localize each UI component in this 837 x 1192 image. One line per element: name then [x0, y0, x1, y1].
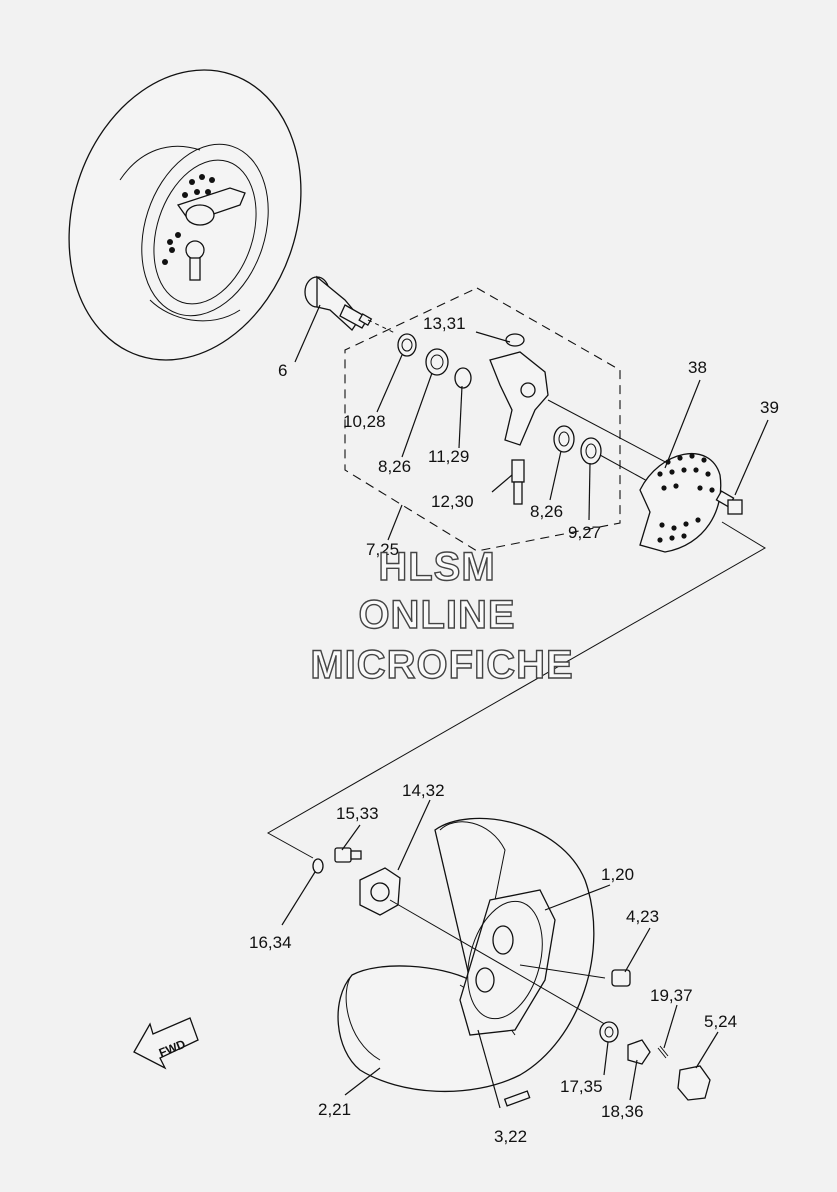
bolt-39	[715, 490, 743, 515]
forward-direction-arrow: FWD	[133, 1017, 199, 1070]
callout-9-27: 9,27	[568, 523, 601, 542]
callout-8-26-left: 8,26	[378, 457, 411, 476]
callout-39: 39	[760, 398, 779, 417]
callout-5-24: 5,24	[704, 1012, 737, 1031]
callout-15-33: 15,33	[336, 804, 379, 823]
callout-13-31: 13,31	[423, 314, 466, 333]
callout-11-29: 11,29	[428, 447, 469, 466]
callout-6: 6	[278, 361, 287, 380]
watermark-line-3: MICROFICHE	[310, 643, 573, 687]
axle-hub-part	[304, 275, 373, 331]
callout-2-21: 2,21	[318, 1100, 351, 1119]
brake-disc-38	[639, 452, 722, 553]
callout-7-25: 7,25	[366, 540, 399, 559]
leader-lines	[281, 304, 769, 1109]
callout-10-28: 10,28	[343, 412, 386, 431]
upper-wheel-illustration	[68, 69, 302, 361]
callout-17-35: 17,35	[560, 1077, 603, 1096]
callout-1-20: 1,20	[601, 865, 634, 884]
callout-12-30: 12,30	[431, 492, 474, 511]
callout-19-37: 19,37	[650, 986, 693, 1005]
callout-16-34: 16,34	[249, 933, 292, 952]
callout-14-32: 14,32	[402, 781, 445, 800]
watermark-line-2: ONLINE	[358, 593, 515, 637]
callout-3-22: 3,22	[494, 1127, 527, 1146]
callout-8-26-right: 8,26	[530, 502, 563, 521]
watermark-line-1: HLSM	[378, 545, 495, 589]
callout-4-23: 4,23	[626, 907, 659, 926]
callout-38: 38	[688, 358, 707, 377]
watermark: HLSM ONLINE MICROFICHE	[310, 544, 574, 687]
callout-labels: 6 13,31 38 39 10,28 11,29 8,26 12,30 8,2…	[249, 314, 779, 1146]
callout-18-36: 18,36	[601, 1102, 644, 1121]
lower-wheel-illustration	[312, 817, 711, 1107]
knuckle-group	[304, 275, 701, 552]
